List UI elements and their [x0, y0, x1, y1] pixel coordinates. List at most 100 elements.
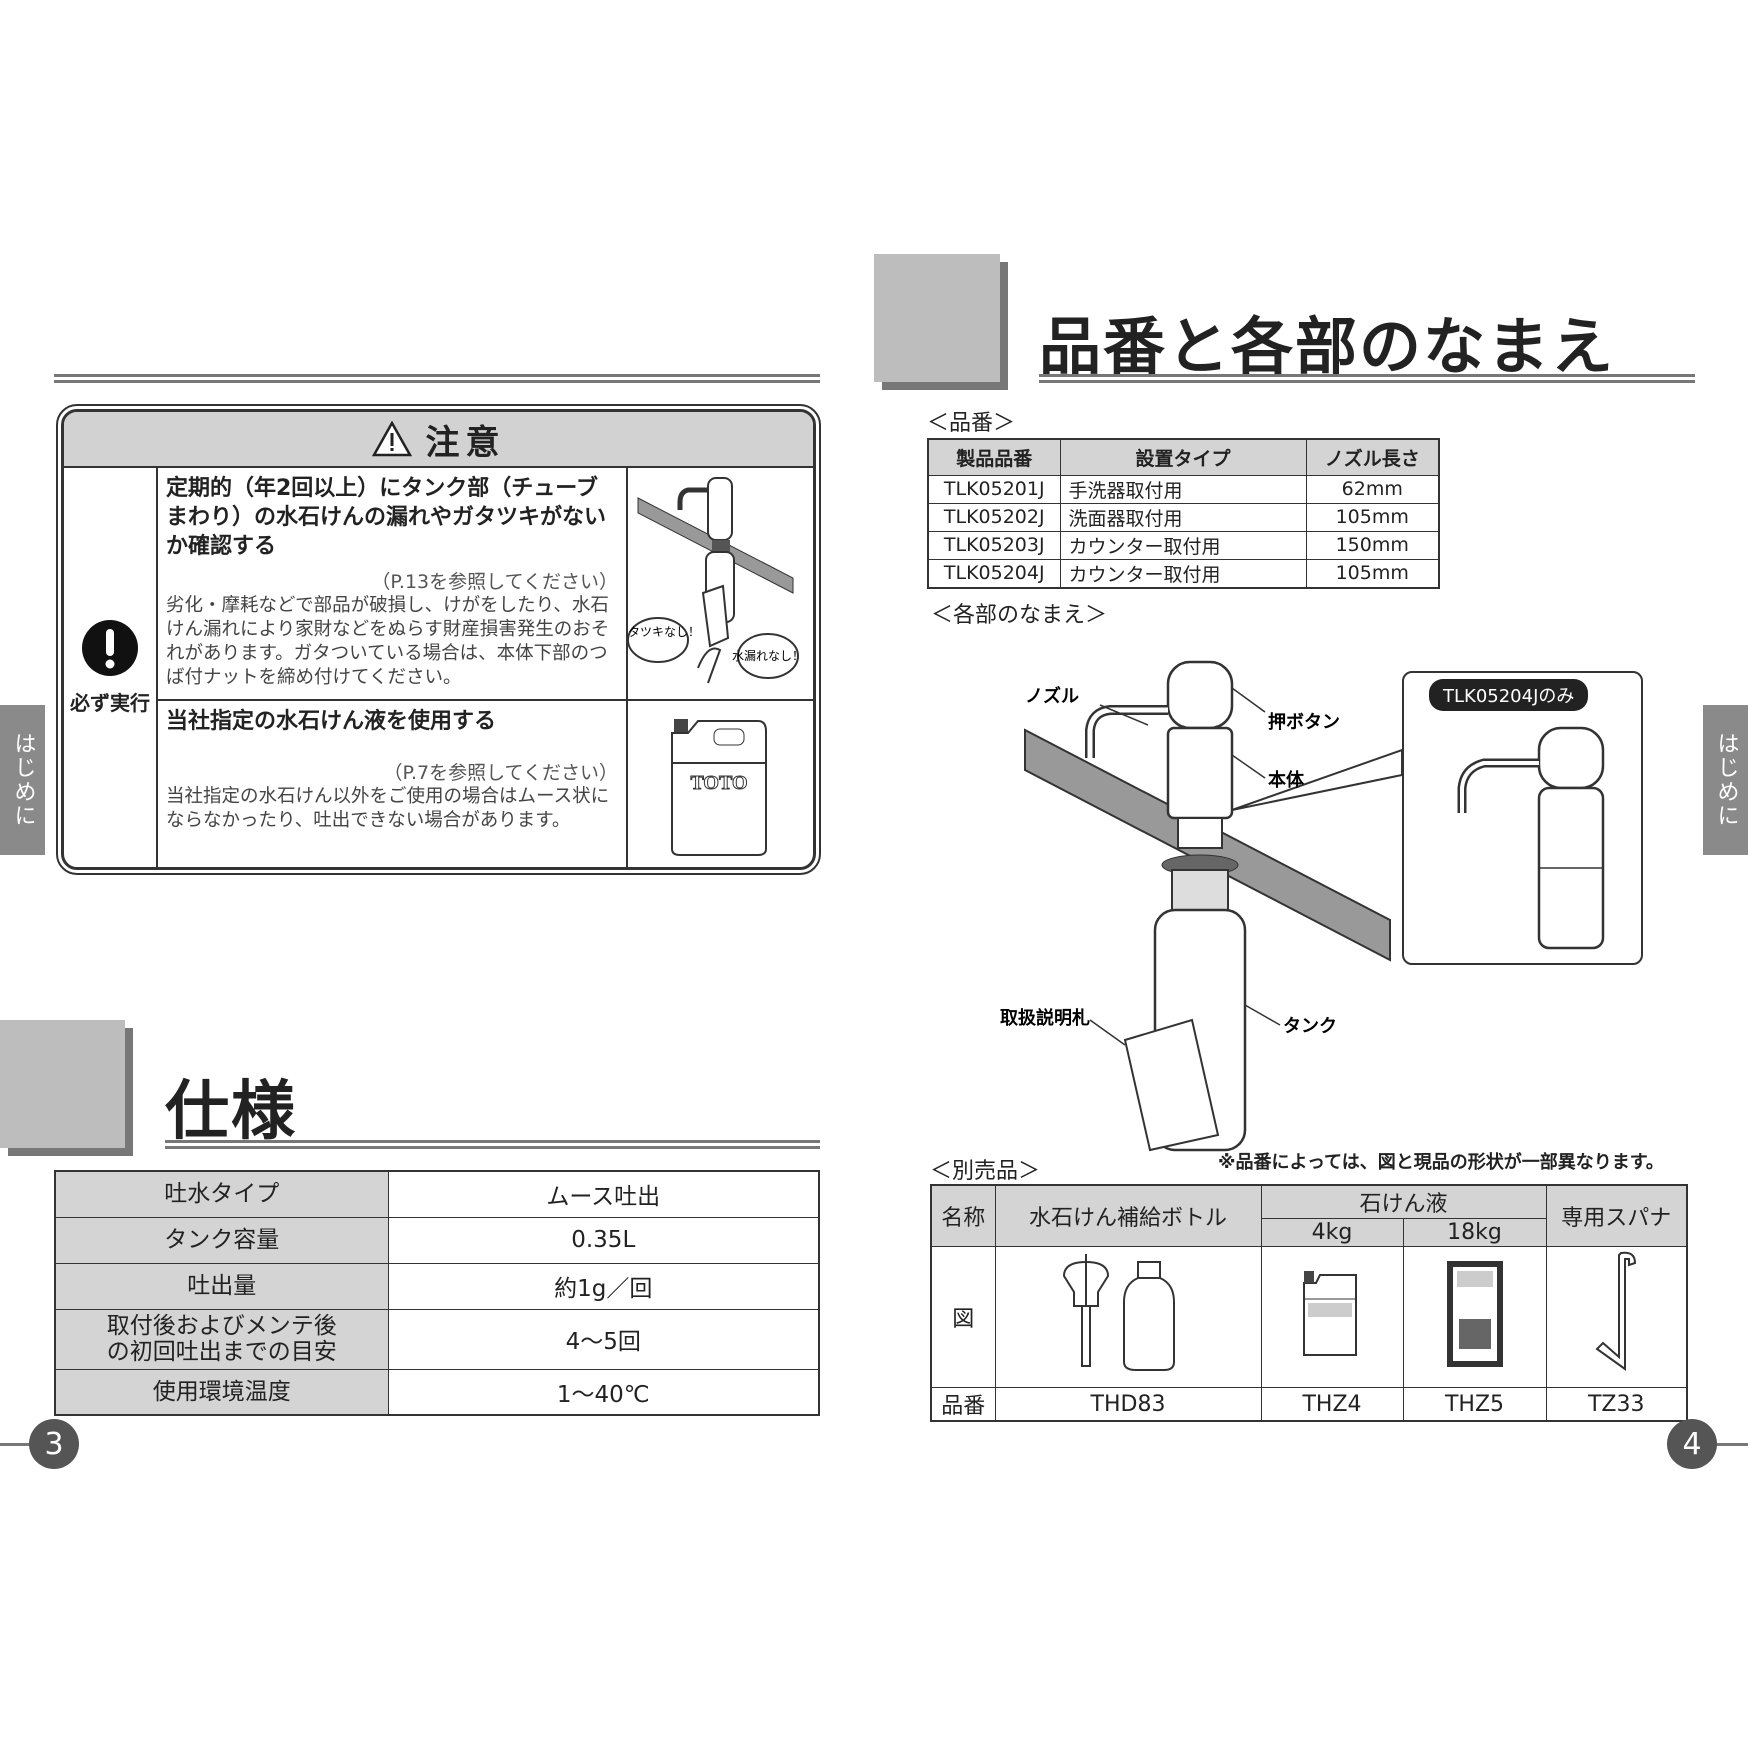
- bubble-text: ガタツキなし！: [628, 625, 700, 639]
- cell: 105mm: [1305, 558, 1440, 588]
- table-row: 吐出量約1g／回: [54, 1262, 820, 1310]
- inset-box: TLK05204Jのみ: [1402, 671, 1643, 965]
- parts-title: 品番と各部のなまえ: [1039, 310, 1616, 383]
- spec-key: タンク容量: [54, 1216, 389, 1264]
- hinban-label: ＜品番＞: [927, 411, 1016, 436]
- spec-rule: [165, 1140, 820, 1149]
- caution-heading: 定期的（年2回以上）にタンク部（チューブまわり）の水石けんの漏れやガタツキがない…: [166, 476, 607, 559]
- shape-note: ※品番によっては、図と現品の形状が一部異なります。: [1218, 1152, 1664, 1173]
- spec-title: 仕様: [165, 1075, 297, 1149]
- page-rule: [0, 1443, 40, 1446]
- cell: 手洗器取付用: [1059, 474, 1307, 504]
- product-code: THD83: [994, 1387, 1262, 1422]
- table-header: 4kg 18kg: [931, 1218, 1687, 1247]
- caution-ref: （P.13を参照してください）: [371, 571, 618, 593]
- product-code: THZ5: [1402, 1387, 1547, 1422]
- col-header: 石けん液: [1260, 1184, 1547, 1219]
- bottle-illustration: [994, 1246, 1262, 1388]
- label-tank: タンク: [1283, 1016, 1337, 1037]
- table-row: 吐水タイプムース吐出: [54, 1170, 820, 1218]
- label-button: 押ボタン: [1268, 711, 1340, 733]
- cell: 105mm: [1305, 502, 1440, 532]
- col-header: 設置タイプ: [1059, 438, 1307, 476]
- product-code: THZ4: [1260, 1387, 1404, 1422]
- accessories-table: 名称 水石けん補給ボトル 石けん液 専用スパナ 4kg 18kg 図 品番 TH…: [930, 1184, 1688, 1422]
- parts-rule: [1039, 374, 1695, 383]
- exclamation-circle-icon: [82, 620, 138, 676]
- page-rule: [1710, 1443, 1748, 1446]
- header-rule: [54, 374, 820, 383]
- spanner-illustration: [1545, 1246, 1688, 1388]
- soap-18kg-illustration: [1402, 1246, 1547, 1388]
- accessories-label: ＜別売品＞: [930, 1159, 1041, 1184]
- col-header: ノズル長さ: [1305, 438, 1440, 476]
- must-do-label: 必ず実行: [70, 691, 150, 715]
- col-header: 水石けん補給ボトル: [994, 1184, 1262, 1247]
- spec-value: 1～40℃: [387, 1368, 820, 1416]
- caution-box: 注意 必ず実行 定期的（年2回以上）にタンク部（チューブまわり）の水石けんの漏れ…: [56, 404, 821, 875]
- cell: カウンター取付用: [1059, 558, 1307, 588]
- caution-item: 当社指定の水石けん液を使用する （P.7を参照してください） 当社指定の水石けん…: [158, 701, 813, 867]
- must-do-column: 必ず実行: [64, 468, 158, 867]
- caution-body: 劣化・摩耗などで部品が破損し、けがをしたり、水石けん漏れにより家財などをぬらす財…: [166, 595, 610, 688]
- names-label: ＜各部のなまえ＞: [931, 603, 1108, 628]
- inset-dispenser-illustration: [1457, 726, 1605, 950]
- side-tab-left[interactable]: はじめに: [0, 705, 45, 855]
- caution-header: 注意: [64, 412, 813, 468]
- page-number-right: 4: [1667, 1419, 1717, 1469]
- cell: 62mm: [1305, 474, 1440, 504]
- product-code: TZ33: [1545, 1387, 1688, 1422]
- cell: TLK05201J: [927, 474, 1061, 504]
- col-header: 4kg: [1260, 1218, 1404, 1247]
- col-header: 製品品番: [927, 438, 1061, 476]
- spec-value: 0.35L: [387, 1216, 820, 1264]
- spec-key: 吐出量: [54, 1262, 389, 1310]
- caution-ref: （P.7を参照してください）: [383, 762, 619, 784]
- warning-triangle-icon: [371, 421, 412, 457]
- table-header: 製品品番設置タイプノズル長さ: [927, 438, 1440, 476]
- section-marker: [874, 254, 1000, 382]
- spec-key: 使用環境温度: [54, 1368, 389, 1416]
- cell: 150mm: [1305, 530, 1440, 560]
- caution-body: 当社指定の水石けん以外をご使用の場合はムース状にならなかったり、吐出できない場合…: [166, 786, 610, 831]
- soap-container-illustration: TOTO: [628, 701, 813, 867]
- section-marker: [0, 1020, 125, 1148]
- col-header: 名称: [930, 1184, 996, 1247]
- caution-title: 注意: [425, 422, 506, 463]
- label-tag: 取扱説明札: [1000, 1007, 1090, 1029]
- row-header: 図: [930, 1246, 996, 1388]
- inset-badge: TLK05204Jのみ: [1429, 679, 1589, 711]
- caution-heading: 当社指定の水石けん液を使用する: [166, 709, 497, 734]
- dispenser-check-illustration: ガタツキなし！ 水漏れなし！: [616, 468, 813, 699]
- toto-logo: TOTO: [690, 772, 747, 794]
- spec-key: 取付後およびメンテ後の初回吐出までの目安: [54, 1308, 389, 1370]
- col-header: 18kg: [1402, 1218, 1547, 1247]
- spec-value: 4～5回: [387, 1308, 820, 1370]
- table-row: 品番 THD83 THZ4 THZ5 TZ33: [930, 1387, 1688, 1422]
- label-nozzle: ノズル: [1025, 685, 1079, 707]
- table-header: 名称 水石けん補給ボトル 石けん液 専用スパナ: [930, 1184, 1688, 1247]
- side-tab-right[interactable]: はじめに: [1703, 705, 1748, 855]
- cell: カウンター取付用: [1059, 530, 1307, 560]
- soap-4kg-illustration: [1260, 1246, 1404, 1388]
- col-header: 専用スパナ: [1545, 1184, 1688, 1247]
- cell: TLK05202J: [927, 502, 1061, 532]
- cell: 洗面器取付用: [1059, 502, 1307, 532]
- cell: TLK05203J: [927, 530, 1061, 560]
- table-row: 図: [930, 1246, 1688, 1388]
- parts-diagram: ノズル 押ボタン 本体 取扱説明札 タンク: [1000, 660, 1403, 1152]
- spec-value: ムース吐出: [387, 1170, 820, 1218]
- bubble-text: 水漏れなし！: [732, 649, 804, 663]
- row-header: 品番: [930, 1387, 996, 1422]
- spec-value: 約1g／回: [387, 1262, 820, 1310]
- spec-key: 吐水タイプ: [54, 1170, 389, 1218]
